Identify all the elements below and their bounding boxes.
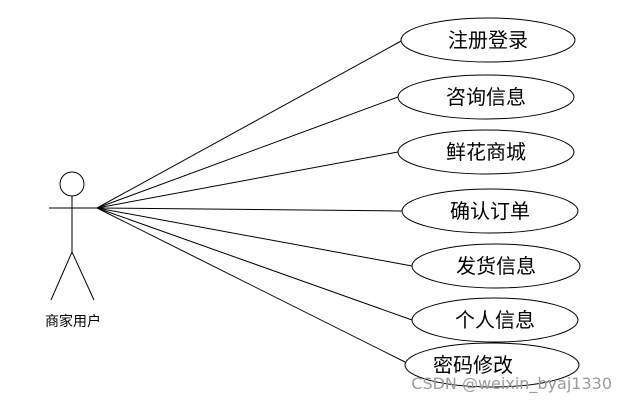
association-line-2	[96, 96, 399, 209]
use-case-label: 个人信息	[455, 308, 535, 332]
use-case-3: 鲜花商城	[397, 129, 575, 175]
use-case-label: 发货信息	[456, 254, 536, 278]
actor-right-leg	[71, 251, 95, 301]
use-case-label: 鲜花商城	[446, 140, 526, 164]
watermark: CSDN @weixin_byaj1330	[411, 374, 612, 394]
use-case-5: 发货信息	[411, 243, 581, 289]
use-case-ellipse	[411, 297, 579, 343]
use-case-ellipse	[397, 129, 575, 175]
association-line-1	[96, 39, 404, 209]
association-line-6	[96, 207, 413, 321]
use-case-ellipse	[397, 74, 575, 120]
use-case-7: 密码修改	[404, 342, 580, 388]
use-case-label: 咨询信息	[446, 85, 526, 109]
use-case-ellipse	[404, 342, 580, 388]
use-case-4: 确认订单	[401, 188, 579, 234]
use-case-2: 咨询信息	[397, 74, 575, 120]
association-line-3	[96, 151, 399, 209]
use-case-ellipse	[400, 17, 576, 63]
actor-head	[59, 171, 85, 197]
actor-label: 商家用户	[45, 313, 101, 330]
association-line-4	[96, 207, 403, 212]
use-case-ellipse	[411, 243, 581, 289]
use-case-label: 确认订单	[450, 199, 530, 223]
actor-left-leg	[50, 251, 73, 301]
association-line-7	[96, 207, 406, 363]
use-case-6: 个人信息	[411, 297, 579, 343]
use-case-label: 密码修改	[433, 353, 513, 377]
use-case-label: 注册登录	[448, 28, 528, 52]
association-lines	[96, 39, 413, 363]
actor-figure	[49, 171, 97, 301]
association-line-5	[96, 207, 413, 267]
use-case-ellipse	[401, 188, 579, 234]
use-case-1: 注册登录	[400, 17, 576, 63]
